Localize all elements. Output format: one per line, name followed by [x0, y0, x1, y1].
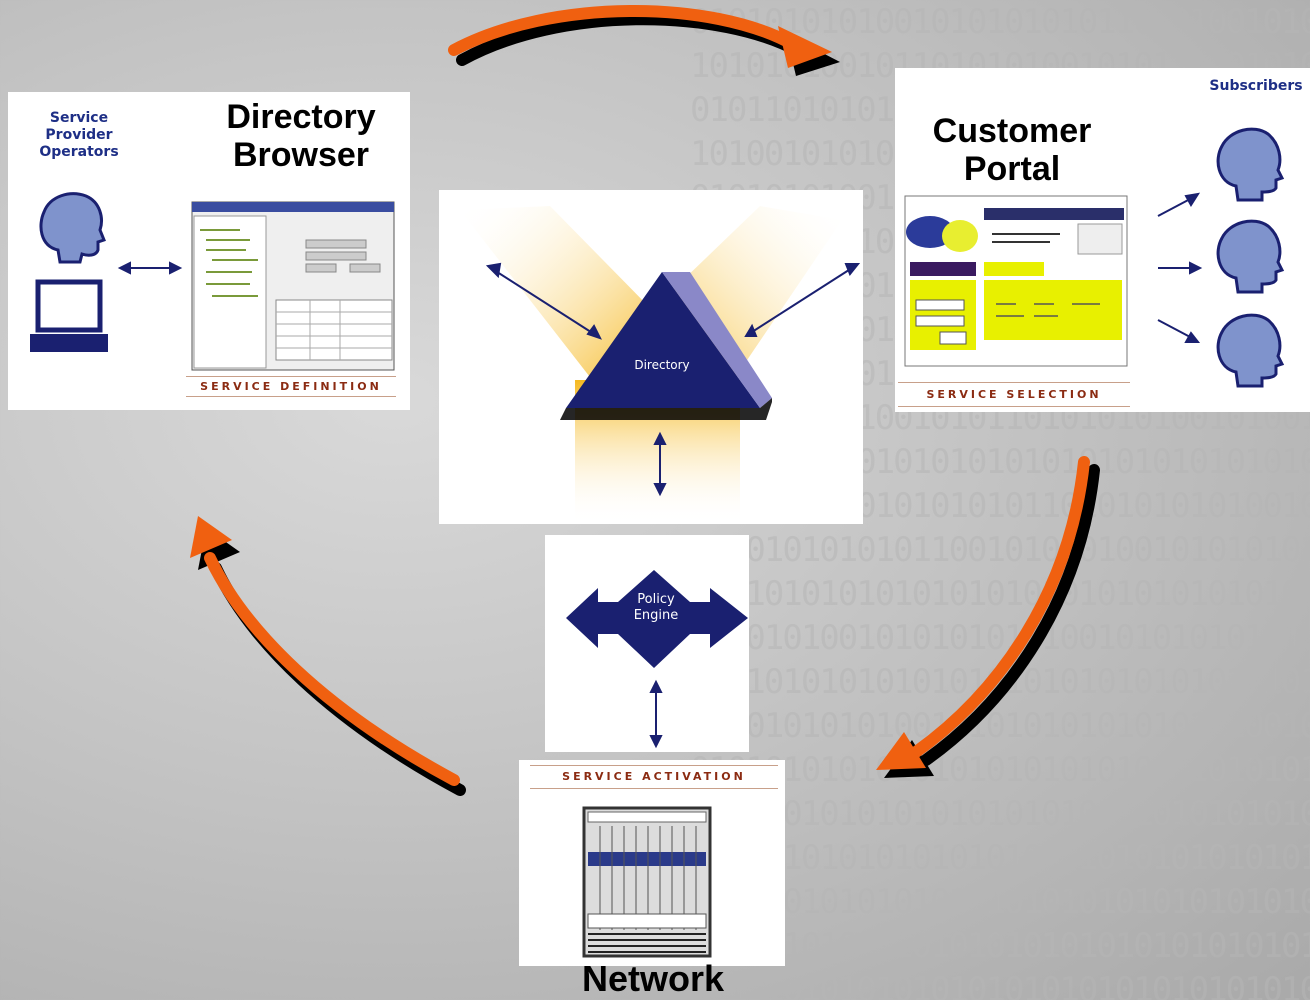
- directory-arrows: [485, 262, 861, 497]
- directory-browser-label: Directory Browser: [226, 98, 376, 174]
- operators-label: Service Provider Operators: [39, 110, 119, 160]
- subscriber-head-icon: [1216, 219, 1285, 294]
- service-selection-caption: SERVICE SELECTION: [926, 388, 1102, 401]
- cycle-arrow-left: [190, 516, 466, 796]
- policy-engine-label: Policy Engine: [633, 592, 679, 623]
- cycle-arrow-right: [876, 456, 1100, 778]
- subscriber-head-icon: [1216, 127, 1285, 202]
- service-definition-caption: SERVICE DEFINITION: [200, 380, 382, 393]
- cycle-arrow-top: [448, 5, 840, 76]
- subscriber-head-icon: [1216, 313, 1285, 388]
- customer-portal-label: Customer Portal: [932, 112, 1092, 188]
- service-selection-rule: [898, 382, 1130, 383]
- operator-double-arrow-icon: [117, 261, 183, 275]
- subscriber-arrows: [1157, 192, 1203, 343]
- directory-browser-screenshot-image: [191, 201, 395, 371]
- service-definition-rule-bottom: [186, 396, 396, 397]
- service-activation-caption: SERVICE ACTIVATION: [562, 770, 746, 783]
- service-definition-rule: [186, 376, 396, 377]
- customer-portal-screenshot-image: [904, 195, 1128, 367]
- network-equipment-image: [582, 806, 712, 958]
- directory-triangle-icon: [560, 272, 772, 420]
- service-selection-rule-bottom: [898, 406, 1130, 407]
- computer-icon: [30, 279, 108, 352]
- policy-engine-arrow: [649, 679, 663, 749]
- network-label: Network: [581, 958, 725, 999]
- service-activation-rule-bottom: [530, 788, 778, 789]
- operator-head-icon: [39, 192, 106, 264]
- service-activation-rule: [530, 765, 778, 766]
- policy-engine-diamond-icon: [566, 570, 748, 668]
- directory-label: Directory: [634, 358, 690, 372]
- subscribers-label: Subscribers: [1209, 78, 1303, 94]
